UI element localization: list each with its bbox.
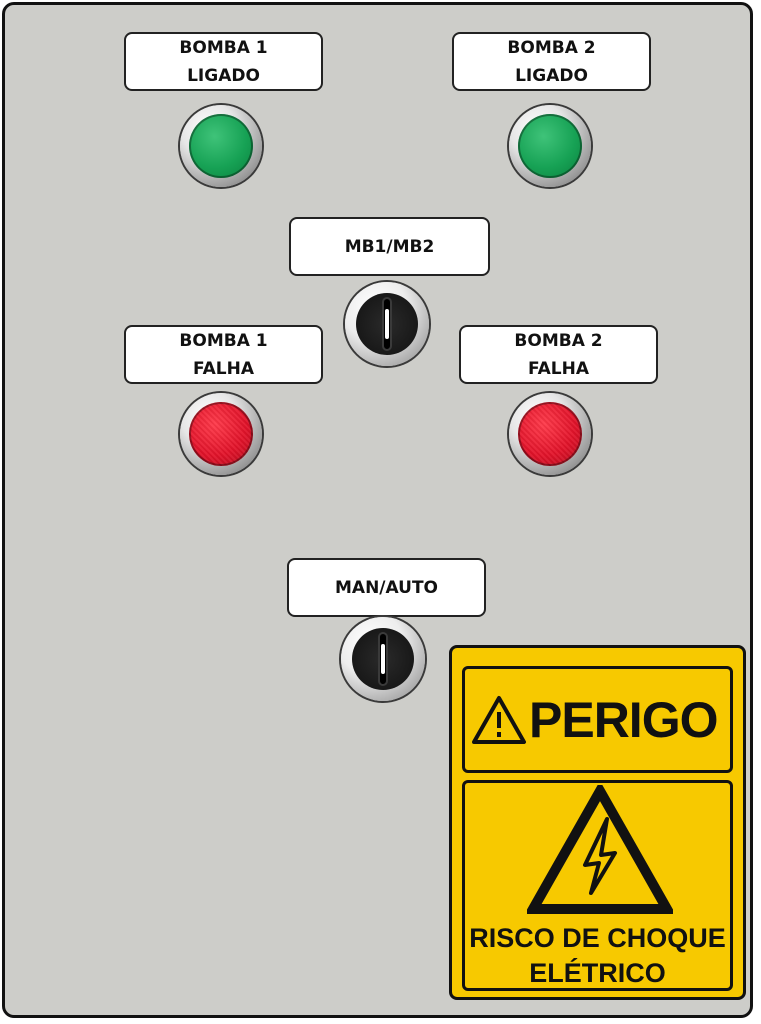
pump1-on-label: BOMBA 1 LIGADO: [124, 32, 323, 91]
warning-sign-body: RISCO DE CHOQUE ELÉTRICO: [462, 780, 733, 991]
high-voltage-icon: [527, 785, 673, 914]
pump2-on-label: BOMBA 2 LIGADO: [452, 32, 651, 91]
pump1-fault-label: BOMBA 1 FALHA: [124, 325, 323, 384]
warning-sign-header: PERIGO: [462, 666, 733, 773]
mb1-mb2-selector-switch[interactable]: [345, 282, 429, 366]
pump2-on-lamp: [509, 105, 591, 187]
control-panel: BOMBA 1 LIGADO BOMBA 2 LIGADO MB1/MB2 BO…: [2, 2, 753, 1018]
pump1-on-lamp: [180, 105, 262, 187]
pump1-fault-lamp: [180, 393, 262, 475]
man-auto-selector-switch[interactable]: [341, 617, 425, 701]
mode-label: MAN/AUTO: [287, 558, 486, 617]
warning-sign: PERIGO RISCO DE CHOQUE ELÉTRICO: [449, 645, 746, 1000]
selector-label: MB1/MB2: [289, 217, 490, 276]
warning-sign-title: PERIGO: [529, 691, 718, 748]
pump2-fault-lamp: [509, 393, 591, 475]
warning-sign-message: RISCO DE CHOQUE ELÉTRICO: [469, 923, 726, 988]
pump2-fault-label: BOMBA 2 FALHA: [459, 325, 658, 384]
warning-triangle-icon: [472, 695, 526, 744]
